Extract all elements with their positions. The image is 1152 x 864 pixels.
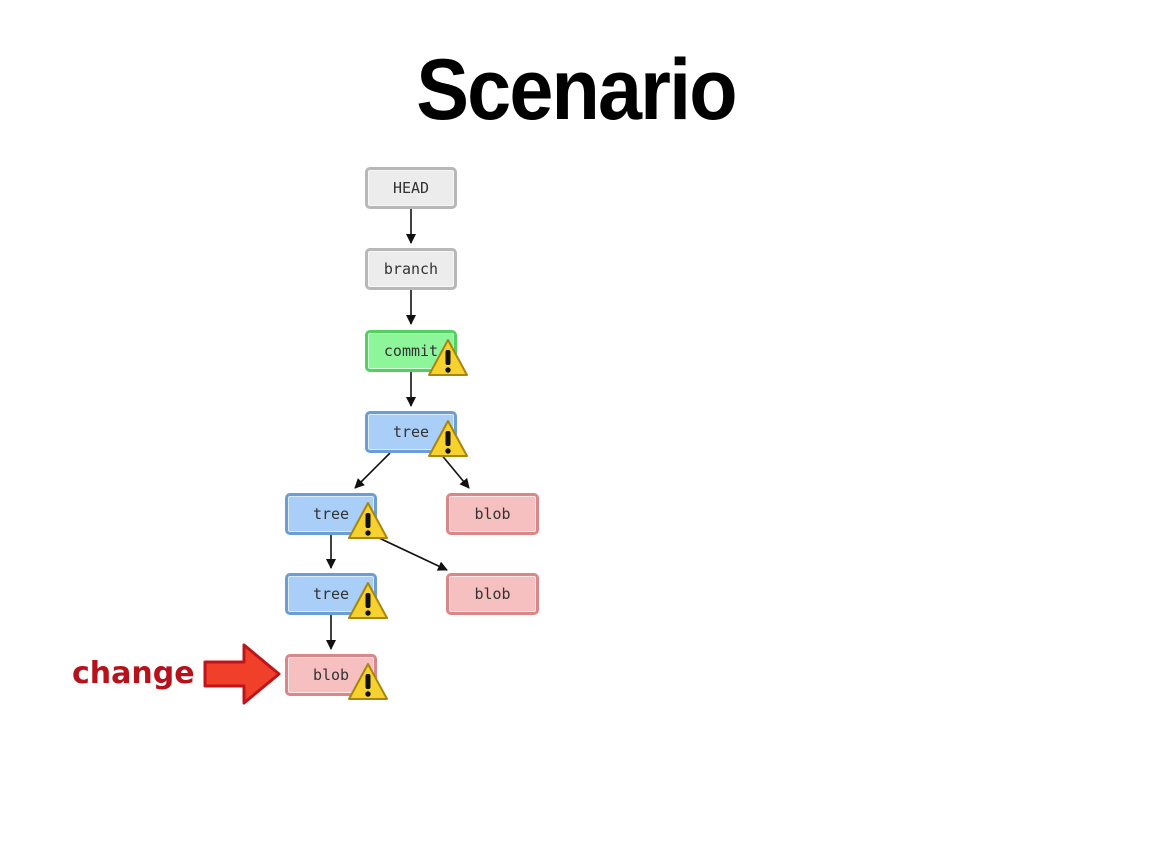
branch-node: branch <box>365 248 457 290</box>
tree-node-mid: tree <box>285 493 377 535</box>
warning-icon <box>428 339 468 376</box>
page-title: Scenario <box>416 42 737 138</box>
warning-icon <box>428 420 468 457</box>
change-label: change <box>72 656 195 691</box>
change-arrow-icon <box>203 643 281 705</box>
blob-node-right-top: blob <box>446 493 539 535</box>
head-node: HEAD <box>365 167 457 209</box>
blob-node-right-bottom: blob <box>446 573 539 615</box>
arrow-tree-to-blob-right-top <box>439 452 470 489</box>
arrow-tree-mid-to-blob-right-bottom <box>378 537 448 571</box>
warning-icon <box>348 502 388 539</box>
warning-icon <box>348 663 388 700</box>
arrow-tree-to-tree-mid <box>354 452 391 489</box>
warning-icon <box>348 582 388 619</box>
